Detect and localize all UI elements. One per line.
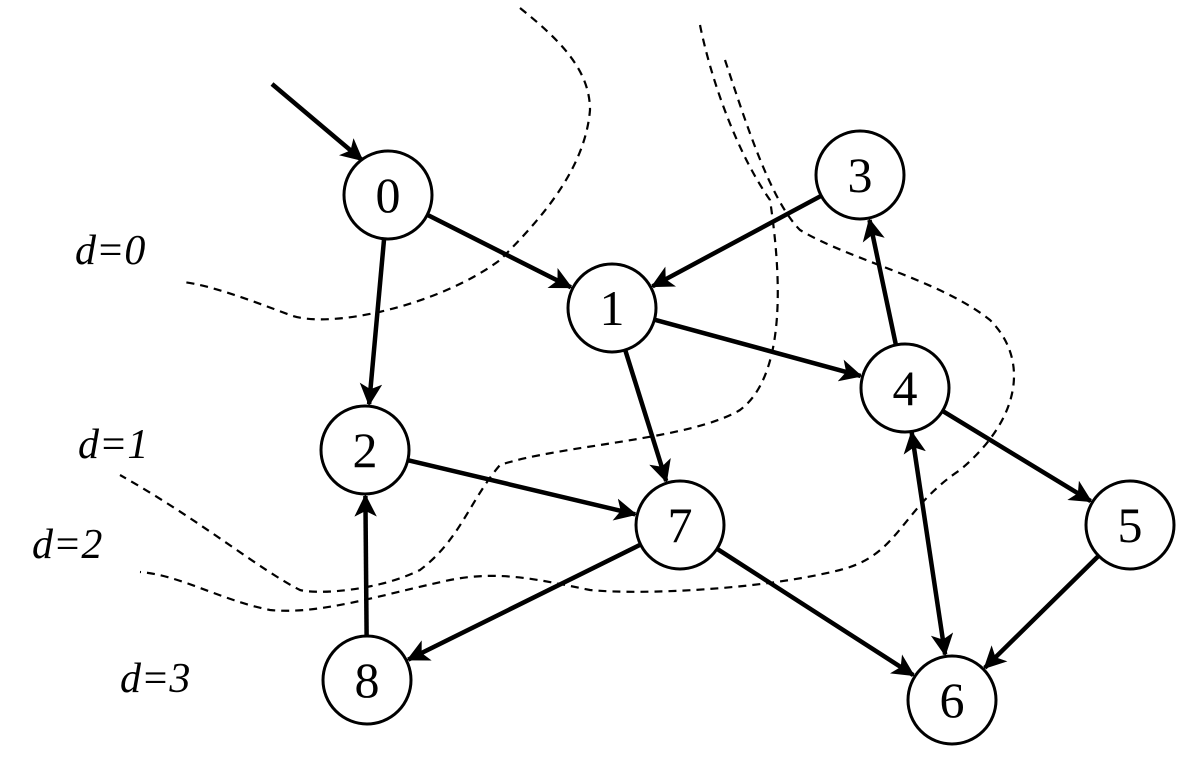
node-label-4: 4	[893, 360, 918, 416]
level-label-d3: d=3	[120, 656, 190, 702]
level-boundary-d1	[119, 24, 779, 593]
node-4: 4	[859, 342, 951, 434]
node-3: 3	[814, 129, 906, 221]
level-label-d0: d=0	[75, 228, 145, 274]
level-labels: d=0 d=1 d=2 d=3	[32, 228, 190, 702]
edge-2-to-7	[408, 458, 638, 521]
level-label-d2: d=2	[32, 522, 102, 568]
level-boundary-d2	[139, 59, 1015, 612]
node-0: 0	[342, 149, 434, 241]
edge-4-to-3	[862, 218, 898, 345]
entry-arrow	[270, 82, 364, 162]
level-boundaries	[119, 7, 1015, 612]
level-label-d1: d=1	[78, 422, 148, 468]
node-2: 2	[319, 404, 411, 496]
node-label-0: 0	[376, 167, 401, 223]
node-label-6: 6	[940, 672, 965, 728]
node-label-8: 8	[355, 652, 380, 708]
node-5: 5	[1084, 479, 1176, 571]
edge-5-to-6	[983, 554, 1100, 670]
edge-1-to-7	[623, 350, 671, 483]
node-label-5: 5	[1118, 497, 1143, 553]
edge-4-to-5	[942, 409, 1093, 504]
node-7: 7	[634, 479, 726, 571]
edge-4-to-6	[903, 430, 954, 657]
node-label-7: 7	[668, 497, 693, 553]
node-label-2: 2	[353, 422, 378, 478]
node-8: 8	[321, 634, 413, 726]
edge-0-to-1	[427, 213, 573, 290]
node-1: 1	[566, 262, 658, 354]
node-6: 6	[906, 654, 998, 746]
edge-8-to-2	[354, 494, 377, 636]
nodes: 0 1 2 3 4 5 6 7	[319, 129, 1176, 746]
edge-1-to-4	[654, 317, 863, 382]
node-label-3: 3	[848, 147, 873, 203]
node-label-1: 1	[600, 280, 625, 336]
edge-0-to-2	[359, 239, 387, 407]
edge-7-to-8	[406, 542, 641, 662]
edge-3-to-1	[650, 194, 822, 289]
level-boundary-d0	[182, 7, 592, 321]
edge-7-to-6	[716, 547, 915, 677]
edges	[354, 194, 1100, 677]
